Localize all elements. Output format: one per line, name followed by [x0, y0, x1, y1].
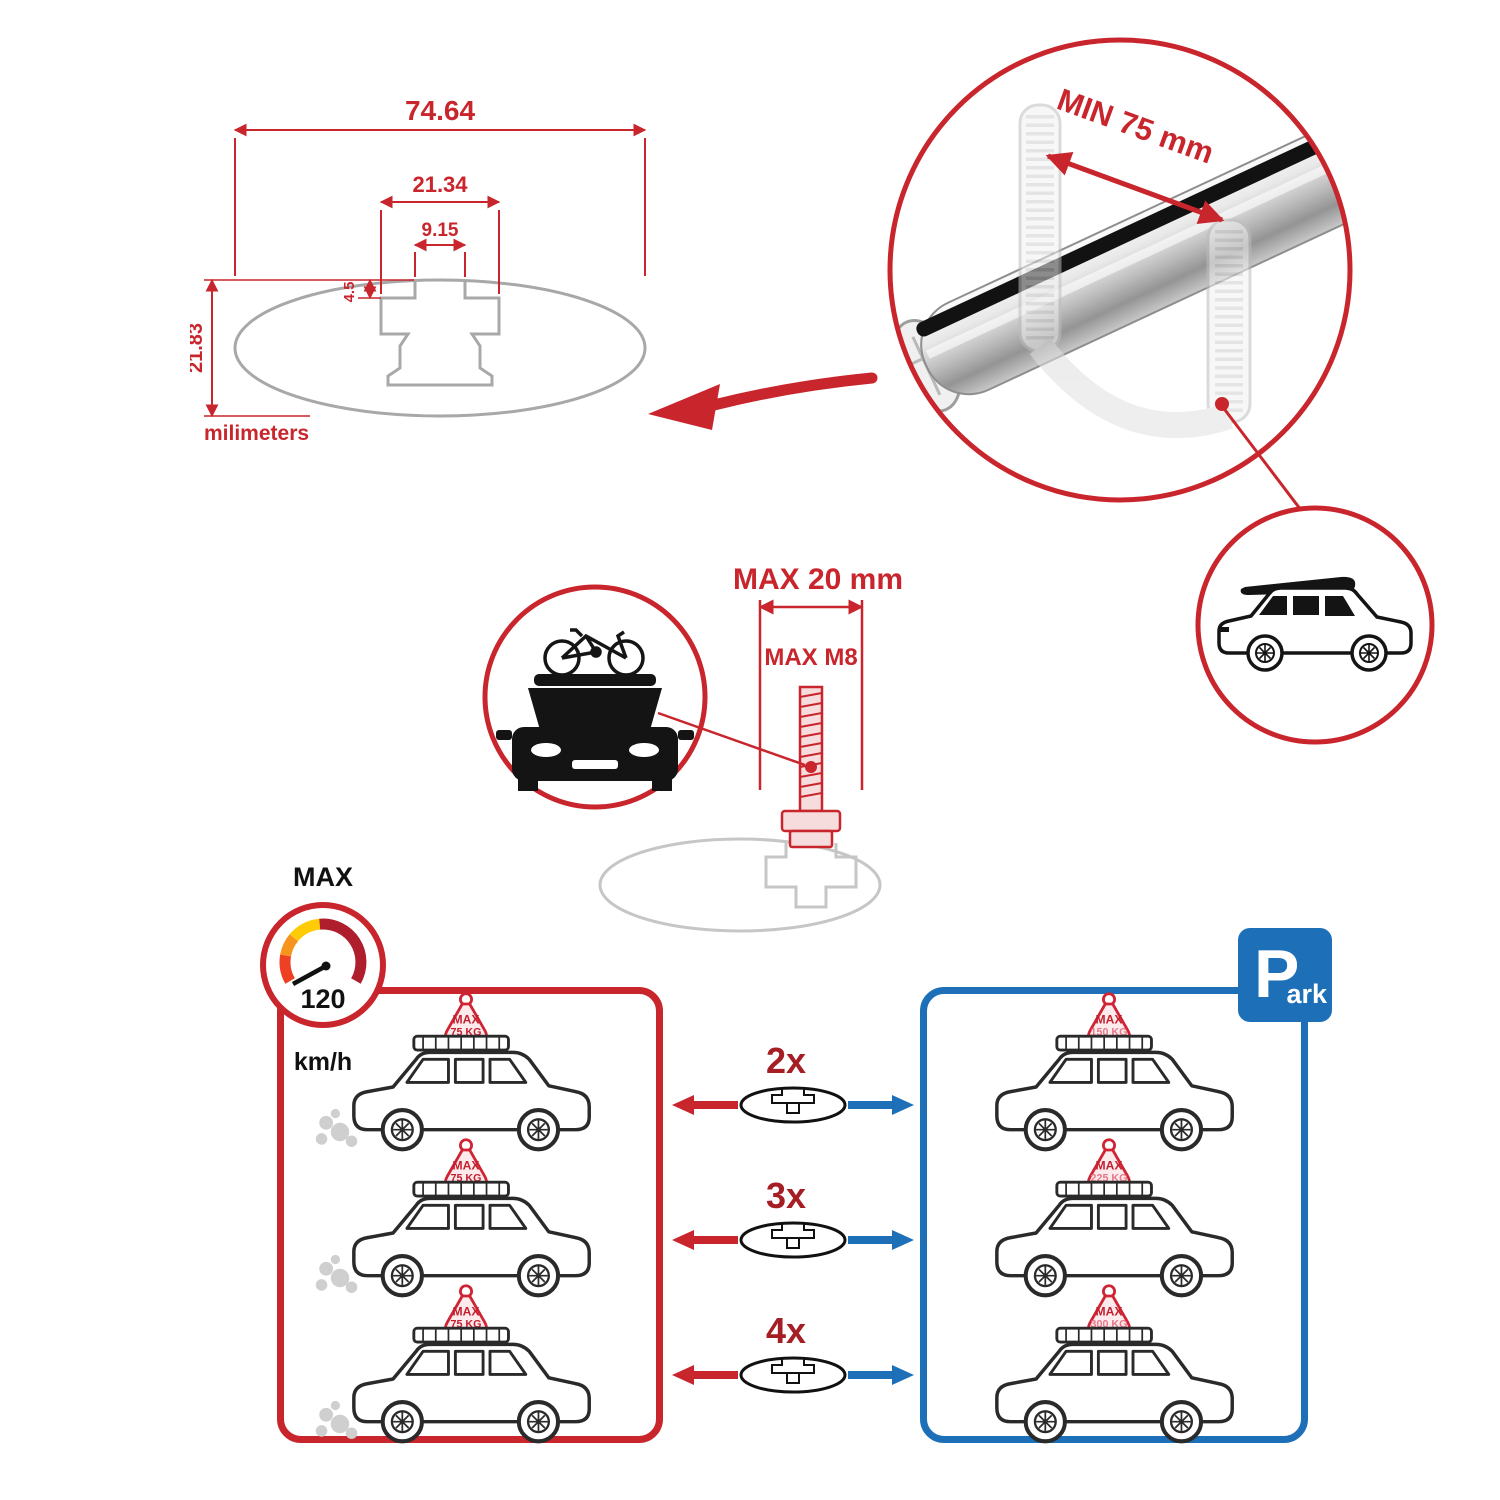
svg-text:MAX: MAX: [453, 1013, 480, 1027]
car-illustration: [953, 1304, 1253, 1454]
car-illustration: [953, 1012, 1253, 1162]
park-sign-ark: ark: [1286, 979, 1327, 1009]
speed-value: 120: [300, 984, 345, 1014]
bike-on-car-circle: [482, 584, 708, 810]
svg-text:MAX: MAX: [453, 1159, 480, 1173]
max-width-label: MAX 20 mm: [733, 563, 903, 596]
svg-text:MAX: MAX: [1096, 1159, 1123, 1173]
bolt-spec-drawing: MAX 20 mm MAX M8: [598, 563, 903, 933]
crossbar-closeup-circle: MIN 75 mm: [887, 37, 1353, 503]
crossbar-dimension-drawing: 74.64 21.34 9.15 4.5 21.83 milimeters: [190, 95, 647, 445]
park-sign-p: P: [1254, 936, 1300, 1012]
car-front-icon: [496, 674, 694, 791]
slot-profile-ghost: [598, 837, 882, 933]
car-row-driving-2: MAX 75 KG: [284, 1138, 656, 1298]
suv-with-roofbox: [1217, 576, 1413, 672]
svg-text:2x: 2x: [766, 1040, 806, 1081]
speed-max-label: MAX: [293, 862, 353, 892]
min-span-arrow: [1045, 152, 1225, 224]
park-sign: P ark: [1238, 928, 1332, 1022]
bar-cross-section-profile: [233, 278, 647, 418]
dim-slot-inner-width: 9.15: [422, 220, 459, 241]
car-illustration: [310, 1304, 610, 1454]
vehicle-example-circle: [1195, 505, 1435, 745]
dim-total-height: 21.83: [190, 323, 207, 373]
car-row-driving-3: MAX 75 KG: [284, 1284, 656, 1444]
qty-row-1: 2x: [672, 1040, 914, 1124]
svg-text:MAX: MAX: [1096, 1013, 1123, 1027]
qty-row-3: 4x: [672, 1310, 914, 1394]
crossbar-section-icon: [739, 1221, 847, 1259]
car-row-parking-2: MAX 225 KG: [927, 1138, 1301, 1298]
dim-slot-outer-width: 21.34: [412, 172, 468, 197]
t-bolt: [657, 685, 842, 849]
zoom-arrow: [648, 372, 878, 430]
clamp-dot: [1215, 397, 1229, 411]
car-row-parking-1: MAX 150 KG: [927, 992, 1301, 1152]
dim-lip-depth: 4.5: [341, 282, 358, 303]
dimension-lines: [204, 123, 647, 418]
car-row-parking-3: MAX 300 KG: [927, 1284, 1301, 1444]
car-illustration: [310, 1012, 610, 1162]
parking-panel: MAX 150 KG: [920, 987, 1308, 1444]
svg-text:MAX: MAX: [453, 1305, 480, 1319]
speedometer: 120: [260, 902, 386, 1028]
qty-row-2: 3x: [672, 1175, 914, 1259]
driving-panel: MAX 75 KG: [277, 987, 663, 1444]
svg-text:MAX: MAX: [1096, 1305, 1123, 1319]
dim-total-width: 74.64: [405, 95, 475, 126]
dim-units-label: milimeters: [204, 422, 309, 445]
max-thread-label: MAX M8: [764, 644, 857, 671]
detail-connector-line: [1220, 405, 1309, 519]
crossbar-section-icon: [739, 1356, 847, 1394]
gauge-needle: [291, 964, 328, 986]
car-illustration: [310, 1158, 610, 1308]
svg-text:3x: 3x: [766, 1175, 806, 1216]
bolt-dimension-lines: [758, 599, 864, 790]
crossbar-section-icon: [739, 1086, 847, 1124]
gauge-arc: [279, 918, 367, 984]
svg-text:4x: 4x: [766, 1310, 806, 1351]
clamp-straps: [1018, 103, 1252, 439]
roof-load-badge: MAX 150 KG: [1087, 992, 1131, 1042]
crossbar-quantity-arrows: 2x 3x 4x: [672, 1040, 914, 1394]
speed-units: km/h: [293, 1048, 353, 1076]
car-row-driving-1: MAX 75 KG: [284, 992, 656, 1152]
car-illustration: [953, 1158, 1253, 1308]
